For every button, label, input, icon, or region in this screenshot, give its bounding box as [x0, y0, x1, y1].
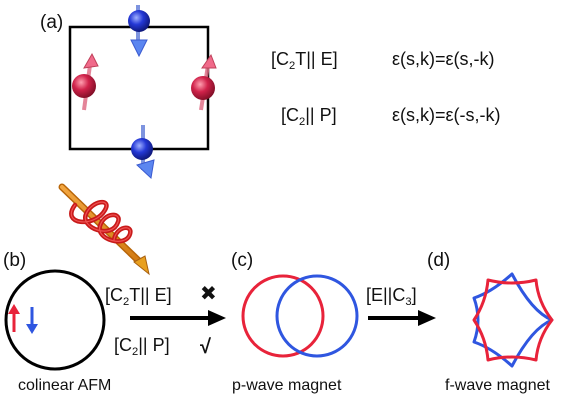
panel-c-caption: p-wave magnet	[232, 377, 342, 394]
spin-up-arrow-icon	[8, 304, 20, 332]
panel-a-op-2: [C2|| P]	[281, 105, 337, 127]
panel-b-caption: colinear AFM	[18, 377, 112, 394]
pwave-red-circle	[241, 274, 325, 358]
helix-icon	[58, 183, 150, 276]
arrow-b-to-c	[130, 310, 226, 326]
panel-d-label: (d)	[427, 250, 451, 271]
op-subscript: 2	[123, 295, 130, 308]
afm-lattice	[68, 5, 217, 179]
panel-a-op-1: [C2T|| E]	[271, 49, 338, 71]
spin-down-arrow-icon	[26, 307, 38, 334]
panel-d-caption: f-wave magnet	[445, 377, 550, 394]
panel-c-op: [E||C3]	[366, 285, 417, 307]
op-subscript: 2	[289, 59, 296, 72]
op-text: T|| E]	[129, 285, 172, 305]
op-text: T|| E]	[295, 49, 338, 69]
cross-icon: ✖	[200, 283, 217, 305]
panel-b-label: (b)	[3, 250, 27, 271]
afm-fermi-circle	[4, 269, 106, 371]
op-text: [C	[271, 49, 289, 69]
panel-a-label: (a)	[40, 12, 64, 33]
op-text: [E||C	[366, 285, 406, 305]
blue-atom-bottom	[131, 125, 155, 179]
panel-a-relation-1: ε(s,k)=ε(s,-k)	[392, 49, 495, 69]
red-atom-left	[72, 52, 99, 111]
panel-a-relation-2: ε(s,k)=ε(-s,-k)	[392, 105, 501, 125]
pwave-blue-circle	[275, 274, 359, 358]
fwave-blue-contour	[472, 272, 554, 368]
check-icon: √	[200, 336, 211, 358]
op-subscript: 2	[132, 345, 139, 358]
panel-b-op-2: [C2|| P]	[114, 335, 170, 357]
op-text: ]	[411, 285, 417, 305]
red-atom-right	[191, 53, 217, 111]
panel-b-op-1: [C2T|| E]	[105, 285, 172, 307]
op-text: || P]	[305, 105, 337, 125]
arrow-c-to-d	[368, 310, 436, 326]
op-subscript: 2	[299, 115, 306, 128]
op-subscript: 3	[405, 295, 412, 308]
op-text: [C	[105, 285, 123, 305]
op-text: || P]	[138, 335, 170, 355]
op-text: [C	[114, 335, 132, 355]
fwave-red-contour	[472, 278, 554, 362]
blue-atom-top	[128, 5, 150, 58]
panel-c-label: (c)	[231, 250, 254, 271]
op-text: [C	[281, 105, 299, 125]
